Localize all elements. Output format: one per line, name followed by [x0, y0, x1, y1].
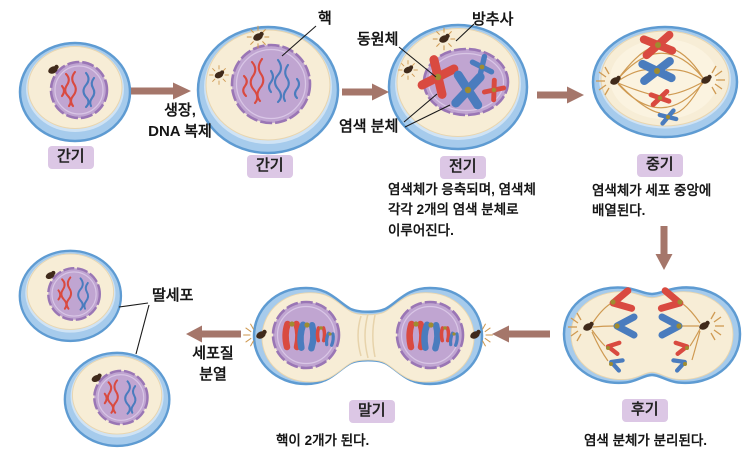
callout-daughter-cell: 딸세포 — [152, 287, 194, 304]
stage-description-metaphase: 염색체가 세포 중앙에 배열된다. — [592, 183, 712, 219]
cell-metaphase-illustration — [591, 25, 739, 139]
stage-badge-interphase-1: 간기 — [48, 146, 94, 169]
callout-chromatid: 염색 분체 — [339, 118, 399, 135]
interphase-to-prophase-arrow-right-icon — [342, 83, 389, 101]
cell-telophase-illustration — [242, 286, 494, 386]
stage-badge-metaphase: 중기 — [637, 154, 683, 177]
metaphase-to-anaphase-arrow-down-icon — [655, 226, 673, 270]
stage-description-anaphase: 염색 분체가 분리된다. — [584, 433, 708, 448]
cytokinesis-arrow-left-icon — [186, 325, 241, 343]
transition-label-cytokinesis: 세포질 분열 — [192, 345, 234, 383]
callout-nucleus: 핵 — [318, 10, 332, 27]
transition-label-growth-dna-replication: 생장, DNA 복제 — [148, 102, 212, 140]
stage-description-telophase: 핵이 2개가 된다. — [276, 433, 370, 448]
stage-badge-anaphase: 후기 — [622, 399, 668, 422]
growth-arrow-right-icon — [131, 82, 191, 100]
stage-description-prophase: 염색체가 응축되며, 염색체 각각 2개의 염색 분체로 이루어진다. — [388, 182, 536, 238]
cell-anaphase-illustration — [562, 286, 742, 385]
prophase-to-metaphase-arrow-right-icon — [537, 86, 584, 104]
callout-centromere: 동원체 — [357, 31, 399, 48]
stage-badge-telophase: 말기 — [349, 400, 395, 423]
stage-badge-interphase-2: 간기 — [247, 155, 293, 178]
callout-spindle-fiber: 방추사 — [472, 11, 514, 28]
stage-badge-prophase: 전기 — [440, 156, 486, 179]
cell-interphase-2-illustration — [196, 25, 340, 155]
anaphase-to-telophase-arrow-left-icon — [492, 325, 550, 343]
